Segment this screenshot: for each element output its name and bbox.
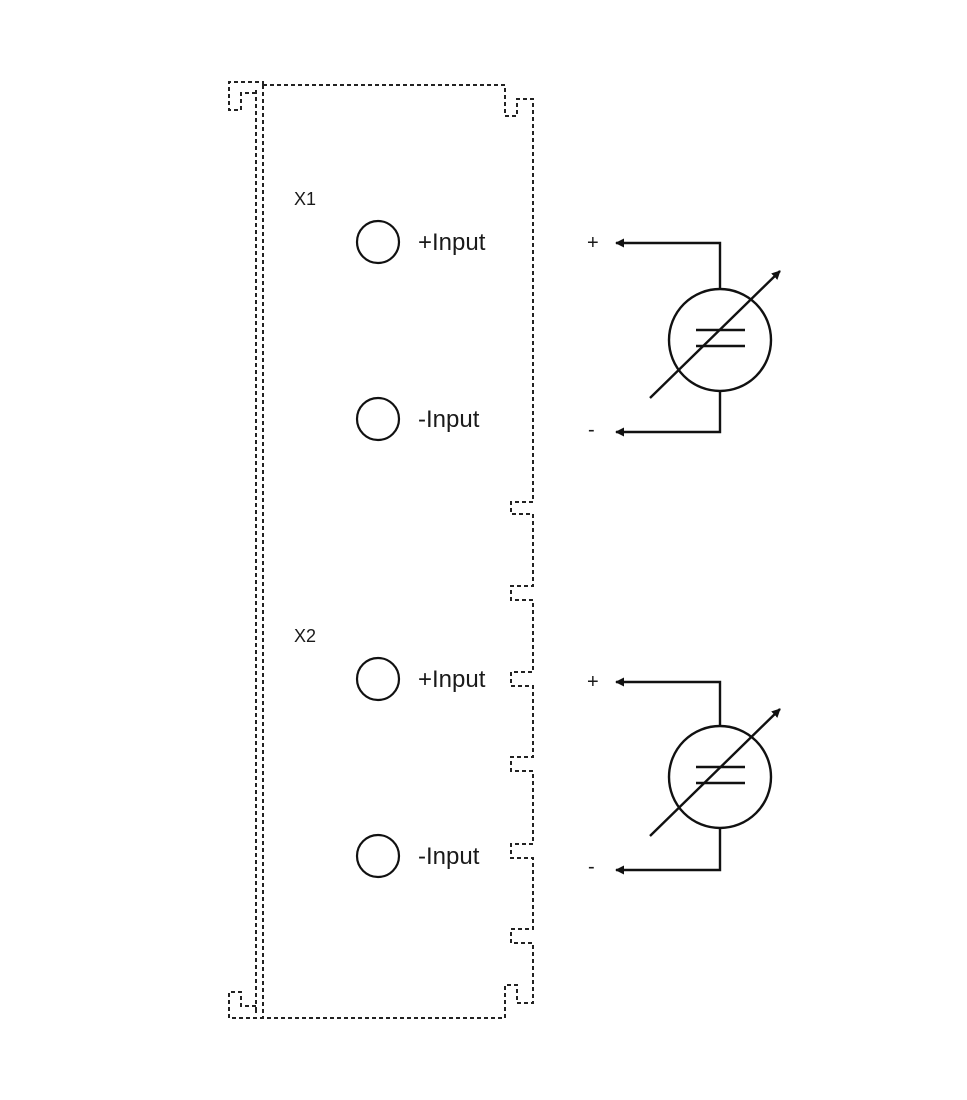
variable-dc-voltage-source-icon (649, 708, 781, 837)
terminal-label-x1-minus: -Input (418, 406, 480, 433)
polarity-label-x2-minus: - (588, 856, 595, 878)
polarity-label-x1-plus: + (587, 232, 599, 254)
wire-x2-plus (615, 677, 722, 727)
terminal-x2-plus[interactable] (355, 656, 401, 702)
wire-x2-minus (615, 828, 722, 875)
housing-left-rail (255, 85, 264, 1018)
housing-outline (263, 84, 534, 1019)
module-housing (228, 81, 534, 1019)
group-label-x1: X1 (294, 189, 316, 209)
housing-bottom-latch (228, 991, 263, 1019)
wire-x1-minus (615, 390, 722, 437)
group-x1: X1 +Input -Input + - (294, 189, 781, 442)
polarity-label-x2-plus: + (587, 671, 599, 693)
housing-top-latch (228, 81, 264, 111)
terminal-x1-plus[interactable] (355, 219, 401, 265)
polarity-label-x1-minus: - (588, 419, 595, 441)
terminal-label-x2-minus: -Input (418, 843, 480, 870)
group-x2: X2 +Input -Input + - (294, 626, 781, 879)
group-label-x2: X2 (294, 626, 316, 646)
terminal-x2-minus[interactable] (355, 833, 401, 879)
terminal-label-x2-plus: +Input (418, 666, 486, 693)
terminal-label-x1-plus: +Input (418, 229, 486, 256)
variable-dc-voltage-source-icon (649, 270, 781, 399)
terminal-x1-minus[interactable] (355, 396, 401, 442)
wire-x1-plus (615, 238, 722, 290)
